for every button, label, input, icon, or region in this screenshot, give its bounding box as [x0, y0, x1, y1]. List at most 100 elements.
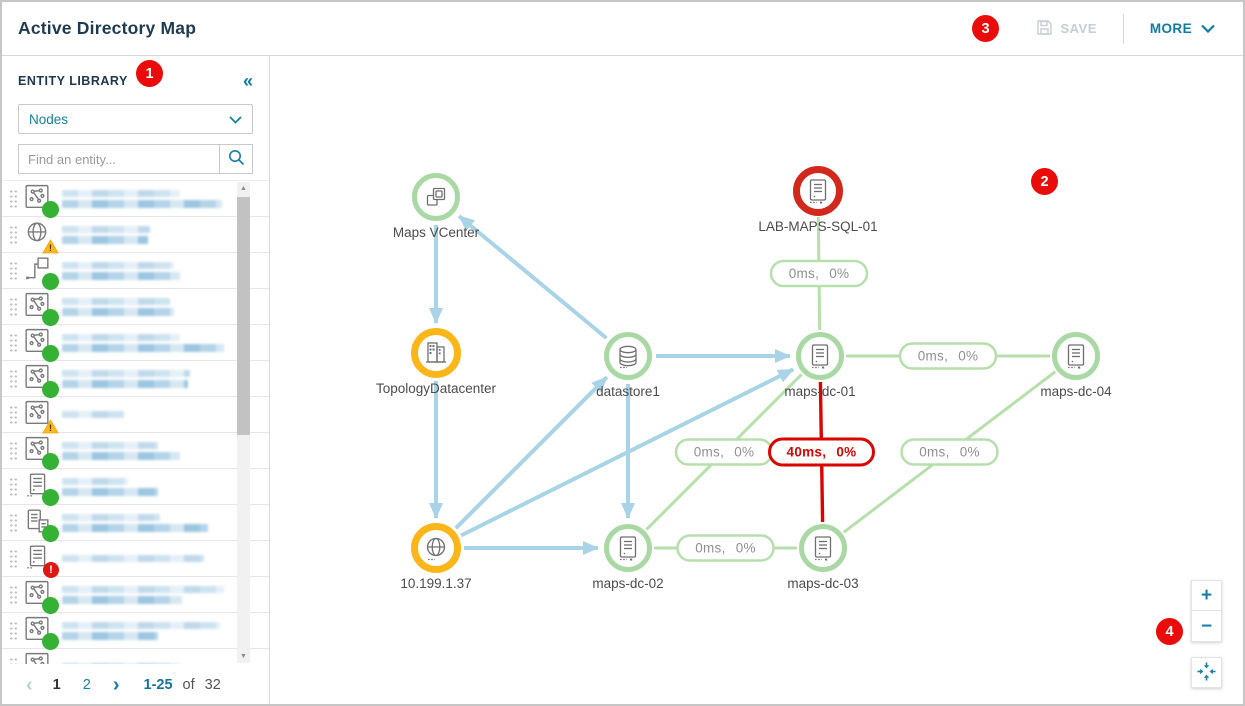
- entity-list-item[interactable]: !: [2, 541, 269, 578]
- map-node-ip-10-199-1-37[interactable]: 10.199.1.37: [400, 523, 472, 592]
- ad-map-node-icon: [25, 400, 49, 424]
- ad-map-node-icon: [25, 580, 49, 604]
- fit-to-screen-button[interactable]: [1191, 657, 1222, 688]
- scroll-up-icon[interactable]: ▲: [240, 185, 247, 192]
- more-button[interactable]: MORE: [1144, 20, 1221, 37]
- entity-icon-wrap: [24, 472, 59, 506]
- search-button[interactable]: [219, 145, 252, 173]
- ad-map-node-icon: [25, 328, 49, 352]
- traffic-edge-datastore1-to-maps-vcenter[interactable]: [457, 214, 608, 340]
- entity-list-item[interactable]: [2, 613, 269, 650]
- status-up-icon: [42, 345, 59, 362]
- zoom-in-button[interactable]: +: [1191, 580, 1222, 611]
- entity-name-redacted: [53, 513, 229, 532]
- header-divider: [1122, 13, 1124, 44]
- server-icon: [27, 545, 46, 569]
- map-node-datastore1[interactable]: datastore1: [596, 332, 660, 400]
- drag-handle-icon[interactable]: [9, 621, 18, 640]
- map-node-maps-dc-01[interactable]: maps-dc-01: [784, 332, 856, 400]
- map-canvas[interactable]: 0ms, 0% 0ms, 0% 0ms, 0% 0ms, 0% 0ms, 0% 40ms,…: [270, 56, 1243, 704]
- entity-list-item[interactable]: [2, 181, 269, 218]
- ad-map-node-icon: [25, 364, 49, 388]
- drag-handle-icon[interactable]: [9, 333, 18, 352]
- next-page-icon[interactable]: ›: [112, 673, 120, 696]
- drag-handle-icon[interactable]: [9, 405, 18, 424]
- node-label: maps-dc-02: [592, 576, 663, 591]
- entity-list-item[interactable]: [2, 289, 269, 326]
- entity-name-redacted: [53, 441, 229, 460]
- traffic-edge-ip-10-199-1-37-to-datastore1[interactable]: [454, 375, 609, 530]
- ad-map-node-icon: [25, 616, 49, 640]
- node-label: LAB-MAPS-SQL-01: [758, 219, 877, 234]
- ad-map-node-icon: [25, 436, 49, 460]
- link-label-pill[interactable]: 40ms, 0%: [768, 437, 875, 467]
- drag-handle-icon[interactable]: [9, 369, 18, 388]
- drag-handle-icon[interactable]: [9, 513, 18, 532]
- server-icon: [814, 536, 832, 561]
- svg-text:!: !: [49, 243, 52, 254]
- save-button[interactable]: SAVE: [1030, 18, 1102, 40]
- entity-list-item[interactable]: !: [2, 397, 269, 434]
- entity-list-item[interactable]: [2, 469, 269, 506]
- entity-icon-wrap: [24, 616, 59, 650]
- collapse-panel-icon[interactable]: «: [242, 71, 253, 91]
- status-up-icon: [42, 273, 59, 290]
- page-2[interactable]: 2: [82, 677, 91, 693]
- link-label-text: 0ms, 0%: [695, 541, 756, 556]
- link-label-pill[interactable]: 0ms, 0%: [898, 342, 998, 370]
- entity-icon-wrap: [24, 292, 59, 326]
- drag-handle-icon[interactable]: [9, 549, 18, 568]
- search-input[interactable]: [19, 145, 219, 173]
- map-node-maps-dc-03[interactable]: maps-dc-03: [787, 524, 859, 592]
- topology-map[interactable]: 0ms, 0% 0ms, 0% 0ms, 0% 0ms, 0% 0ms, 0% 40ms,…: [270, 56, 1242, 704]
- drag-handle-icon[interactable]: [9, 657, 18, 664]
- entity-name-redacted: [53, 555, 229, 562]
- node-label: maps-dc-04: [1040, 384, 1112, 399]
- link-label-text: 0ms, 0%: [694, 445, 755, 460]
- pagination-of-label: of: [182, 677, 195, 693]
- entity-name-redacted: [53, 663, 229, 664]
- zoom-out-button[interactable]: −: [1191, 611, 1222, 642]
- map-node-maps-dc-04[interactable]: maps-dc-04: [1040, 332, 1112, 400]
- drag-handle-icon[interactable]: [9, 441, 18, 460]
- scroll-down-icon[interactable]: ▼: [240, 653, 247, 660]
- entity-list-scrollbar[interactable]: ▲ ▼: [237, 182, 250, 663]
- status-warning-icon: !: [42, 239, 59, 254]
- status-up-icon: [42, 489, 59, 506]
- entity-list-item[interactable]: !: [2, 217, 269, 254]
- entity-list-item[interactable]: [2, 253, 269, 290]
- link-label-pill[interactable]: 0ms, 0%: [674, 438, 774, 466]
- entity-name-redacted: [53, 225, 229, 244]
- callout-badge-3: 3: [972, 15, 999, 42]
- page-1[interactable]: 1: [52, 677, 61, 693]
- entity-library-panel: ENTITY LIBRARY « Nodes: [2, 56, 270, 704]
- status-up-icon: [42, 633, 59, 650]
- drag-handle-icon[interactable]: [9, 297, 18, 316]
- drag-handle-icon[interactable]: [9, 585, 18, 604]
- entity-type-dropdown[interactable]: Nodes: [18, 104, 253, 134]
- entity-list-item[interactable]: !: [2, 649, 269, 664]
- status-up-icon: [42, 309, 59, 326]
- entity-list-item[interactable]: [2, 433, 269, 470]
- map-node-topology-datacenter[interactable]: TopologyDatacenter: [376, 328, 497, 397]
- status-up-icon: [42, 453, 59, 470]
- entity-name-redacted: [53, 369, 229, 388]
- entity-list-item[interactable]: [2, 577, 269, 614]
- entity-list-item[interactable]: [2, 505, 269, 542]
- server-icon: [809, 179, 827, 204]
- map-node-lab-maps-sql-01[interactable]: LAB-MAPS-SQL-01: [758, 166, 878, 235]
- link-label-pill[interactable]: 0ms, 0%: [769, 259, 869, 288]
- drag-handle-icon[interactable]: [9, 225, 18, 244]
- prev-page-icon[interactable]: ‹: [26, 673, 33, 696]
- entity-list-item[interactable]: [2, 325, 269, 362]
- map-node-maps-dc-02[interactable]: maps-dc-02: [592, 524, 664, 592]
- scrollbar-thumb[interactable]: [237, 197, 250, 435]
- link-label-pill[interactable]: 0ms, 0%: [900, 438, 999, 466]
- status-warning-icon: !: [42, 419, 59, 434]
- drag-handle-icon[interactable]: [9, 189, 18, 208]
- map-node-maps-vcenter[interactable]: Maps VCenter: [393, 173, 480, 241]
- entity-list-item[interactable]: [2, 361, 269, 398]
- drag-handle-icon[interactable]: [9, 261, 18, 280]
- link-label-pill[interactable]: 0ms, 0%: [676, 534, 775, 562]
- drag-handle-icon[interactable]: [9, 477, 18, 496]
